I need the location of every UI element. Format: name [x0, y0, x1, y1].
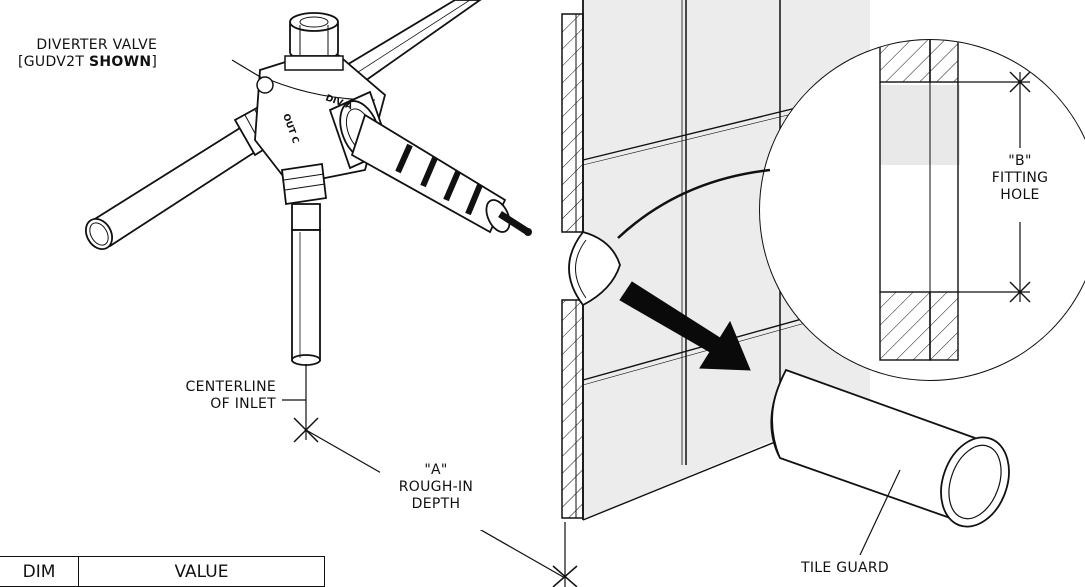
direction-arrow — [619, 281, 751, 371]
fitting-hole — [568, 230, 621, 307]
dim-b-label-line3: HOLE — [1000, 187, 1040, 203]
dim-a-label-line2: ROUGH-IN — [398, 479, 474, 495]
centerline-label: CENTERLINE OF INLET — [148, 379, 276, 413]
centerline-label-line1: CENTERLINE — [185, 379, 276, 395]
zoom-detail — [617, 39, 1085, 381]
table-header-value: VALUE — [78, 556, 325, 587]
diverter-valve-shown: SHOWN — [88, 54, 152, 70]
centerline-label-line2: OF INLET — [210, 396, 276, 412]
dim-a-label: "A" ROUGH-IN DEPTH — [380, 462, 492, 513]
dim-b-label-line2: FITTING — [991, 170, 1049, 186]
tile-guard-leader — [859, 469, 901, 556]
dim-a-label-line1: "A" — [424, 462, 448, 478]
tile-guard-label: TILE GUARD — [801, 560, 889, 576]
tile-guard-pipe — [770, 368, 1010, 528]
diverter-valve-label: DIVERTER VALVE [GUDV2T SHOWN] — [18, 37, 157, 71]
dim-a-label-line3: DEPTH — [411, 496, 461, 512]
table-header-dim: DIM — [0, 556, 79, 587]
diverter-valve-label-line1: DIVERTER VALVE — [36, 37, 158, 53]
diverter-valve-assembly — [84, 0, 532, 366]
dim-b-label-line1: "B" — [1008, 153, 1032, 169]
table-header-row: DIM VALUE — [0, 556, 325, 587]
dimension-table: DIM VALUE — [0, 556, 325, 587]
wall-section-lower — [561, 299, 584, 519]
wall-section-upper — [561, 13, 584, 233]
diverter-valve-label-line2: [GUDV2T SHOWN] — [18, 54, 158, 70]
dim-b-label: "B" FITTING HOLE — [975, 153, 1065, 204]
